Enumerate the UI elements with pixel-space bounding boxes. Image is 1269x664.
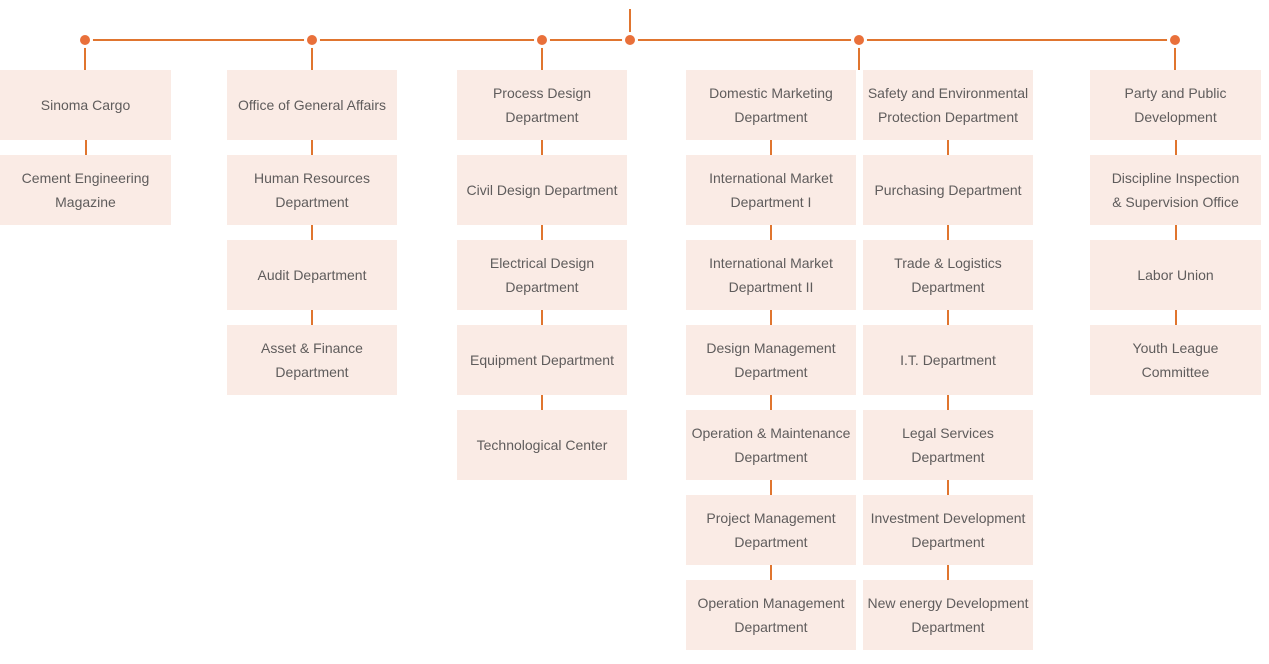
connector-line	[770, 480, 772, 495]
org-box-cement-engineering-magazine: Cement Engineering Magazine	[0, 155, 171, 225]
org-box-operation-management: Operation Management Department	[686, 580, 856, 650]
connector-line	[947, 395, 949, 410]
branch-dot-6	[1170, 35, 1180, 45]
org-box-new-energy-development: New energy Development Department	[863, 580, 1033, 650]
org-box-civil-design: Civil Design Department	[457, 155, 627, 225]
connector-line	[947, 480, 949, 495]
org-box-project-management: Project Management Department	[686, 495, 856, 565]
connector-line	[770, 395, 772, 410]
connector-line	[947, 565, 949, 580]
org-box-process-design: Process Design Department	[457, 70, 627, 140]
column-4: Domestic Marketing Department Internatio…	[686, 70, 856, 650]
connector-line	[947, 140, 949, 155]
org-box-party-public-development: Party and Public Development	[1090, 70, 1261, 140]
org-box-design-management: Design Management Department	[686, 325, 856, 395]
org-box-asset-finance: Asset & Finance Department	[227, 325, 397, 395]
org-box-it: I.T. Department	[863, 325, 1033, 395]
org-box-safety-environmental: Safety and Environmental Protection Depa…	[863, 70, 1033, 140]
org-box-international-market-2: International Market Department II	[686, 240, 856, 310]
org-box-investment-development: Investment Development Department	[863, 495, 1033, 565]
connector-line	[1174, 310, 1177, 325]
org-box-human-resources: Human Resources Department	[227, 155, 397, 225]
connector-line	[947, 310, 949, 325]
connector-line	[541, 310, 543, 325]
branch-dot-1	[80, 35, 90, 45]
branch-dot-4-5	[854, 35, 864, 45]
branch-drop-line-4-5	[858, 40, 860, 70]
connector-line	[541, 395, 543, 410]
branch-drop-line-1	[84, 40, 86, 70]
connector-line	[311, 310, 313, 325]
column-2: Office of General Affairs Human Resource…	[227, 70, 397, 395]
org-box-audit: Audit Department	[227, 240, 397, 310]
org-box-office-of-general-affairs: Office of General Affairs	[227, 70, 397, 140]
org-box-domestic-marketing: Domestic Marketing Department	[686, 70, 856, 140]
branch-drop-line-3	[541, 40, 543, 70]
branch-dot-3	[537, 35, 547, 45]
org-box-operation-maintenance: Operation & Maintenance Department	[686, 410, 856, 480]
org-box-labor-union: Labor Union	[1090, 240, 1261, 310]
branch-dot-2	[307, 35, 317, 45]
org-box-sinoma-cargo: Sinoma Cargo	[0, 70, 171, 140]
org-box-international-market-1: International Market Department I	[686, 155, 856, 225]
branch-drop-line-6	[1174, 40, 1176, 70]
branch-dot-root	[625, 35, 635, 45]
connector-line	[770, 225, 772, 240]
org-box-youth-league-committee: Youth League Committee	[1090, 325, 1261, 395]
org-box-legal-services: Legal Services Department	[863, 410, 1033, 480]
connector-line	[770, 565, 772, 580]
branch-drop-line-2	[311, 40, 313, 70]
connector-line	[770, 140, 772, 155]
column-5: Safety and Environmental Protection Depa…	[863, 70, 1033, 650]
connector-line	[770, 310, 772, 325]
org-box-electrical-design: Electrical Design Department	[457, 240, 627, 310]
column-3: Process Design Department Civil Design D…	[457, 70, 627, 480]
connector-line	[84, 140, 87, 155]
connector-line	[1174, 225, 1177, 240]
org-box-technological-center: Technological Center	[457, 410, 627, 480]
connector-line	[541, 140, 543, 155]
column-1: Sinoma Cargo Cement Engineering Magazine	[0, 70, 171, 225]
column-6: Party and Public Development Discipline …	[1090, 70, 1261, 395]
connector-line	[1174, 140, 1177, 155]
org-box-equipment: Equipment Department	[457, 325, 627, 395]
root-stem-line	[629, 9, 631, 34]
connector-line	[947, 225, 949, 240]
org-box-trade-logistics: Trade & Logistics Department	[863, 240, 1033, 310]
org-box-discipline-inspection: Discipline Inspection & Supervision Offi…	[1090, 155, 1261, 225]
connector-line	[311, 225, 313, 240]
org-box-purchasing: Purchasing Department	[863, 155, 1033, 225]
connector-line	[311, 140, 313, 155]
connector-line	[541, 225, 543, 240]
